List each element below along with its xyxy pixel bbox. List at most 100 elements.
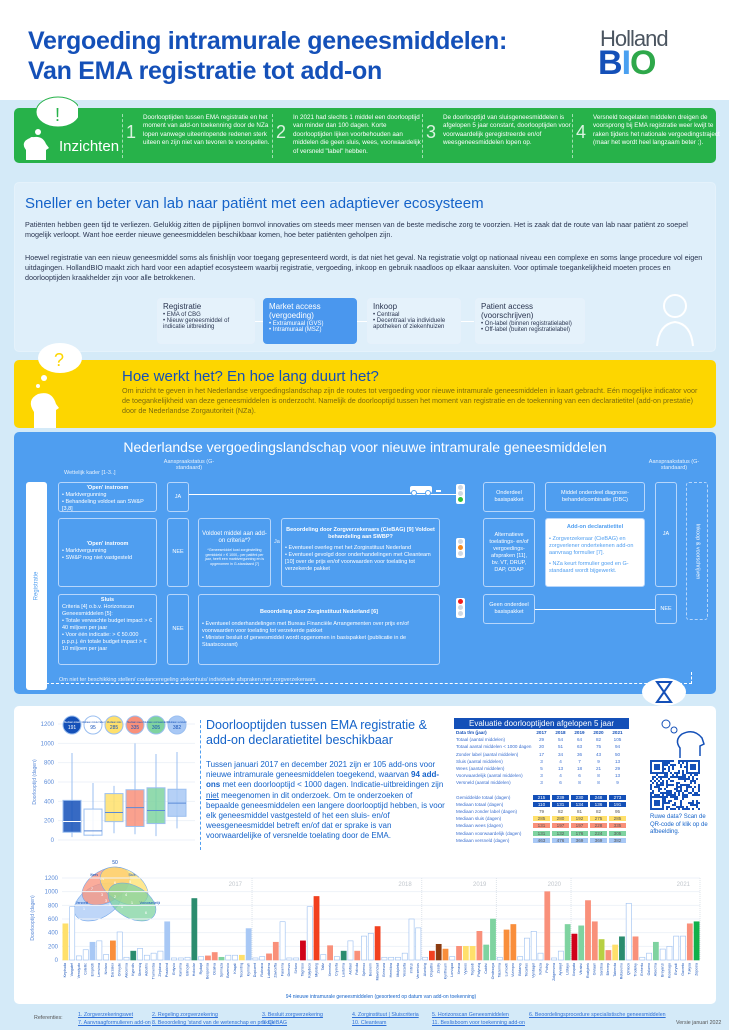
ciebag-item: • Eventueel overleg met het Zorginstituu… (285, 545, 412, 551)
bar-tecentriq (238, 954, 245, 961)
x-tick-label: Cotellic (84, 963, 88, 975)
bar-evrysdi (673, 935, 680, 961)
bar-tecartus (524, 937, 530, 961)
bar-praxbind (164, 921, 171, 961)
bar-alofisel (347, 940, 354, 961)
qr-module (676, 772, 678, 774)
table-cell: 13 (614, 758, 621, 764)
reference-link[interactable]: 11. Beslisboom voor toekenning add-on (432, 1020, 525, 1026)
table-cell: 64 (576, 737, 583, 743)
qr-module (658, 772, 660, 774)
qr-module (662, 804, 664, 806)
version-label: Versie januari 2022 (676, 1020, 722, 1026)
qr-module (682, 796, 684, 798)
reference-link[interactable]: 4. Zorginstituut | Sluiscriteria (352, 1012, 419, 1018)
reference-link[interactable]: 5. Horizonscan Geneesmiddelen (432, 1012, 509, 1018)
bar-besponsa (205, 955, 211, 961)
reference-link[interactable]: 2. Regeling zorgverzekering (152, 1012, 218, 1018)
how-title: Hoe werkt het? En hoe lang duurt het? (122, 368, 379, 385)
box-4 (146, 787, 166, 825)
ecosystem-paragraph-2: Hoewel registratie van een nieuw geneesm… (25, 253, 703, 282)
qr-module (686, 806, 688, 808)
table-cell: Mediaan sluis (dagen) (456, 816, 502, 822)
reference-link[interactable]: 8. Beoordeling 'stand van de wetenschap … (152, 1020, 276, 1026)
qr-module (678, 778, 680, 780)
qr-module (656, 778, 658, 780)
qr-module (666, 806, 668, 808)
addon-item: • Zorgverzekeraar (CieBAG) en zorgverlen… (549, 536, 634, 556)
bar-alunbrig (422, 956, 429, 961)
table-cell: 230 (570, 793, 589, 801)
qr-module (686, 772, 688, 774)
x-tick-label: Biktarvy (518, 963, 522, 976)
table-cell: Voorwaardelijk (aantal middelen) (456, 773, 523, 779)
qr-module (666, 784, 668, 786)
qr-module (696, 802, 698, 804)
venn-region-count: 3 (114, 914, 117, 919)
table-cell: 215 (532, 793, 551, 801)
qr-module (670, 772, 672, 774)
ecosystem-paragraph-1: Patiënten hebben geen tijd te verliezen.… (25, 220, 688, 239)
x-tick-label: Besremi (369, 963, 373, 976)
flow-step-item: • On-label (binnen registratielabel) (481, 321, 572, 327)
reference-link[interactable]: 10. Cleanteam (352, 1020, 387, 1026)
bar-kymriah (245, 928, 252, 961)
x-tick-label: Brineura (382, 963, 386, 977)
flow-step-title: Inkoop (373, 302, 398, 311)
qr-module (662, 800, 664, 802)
qr-module (668, 768, 670, 770)
qr-module (692, 776, 694, 778)
year-label: 2018 (398, 882, 412, 888)
year-label: 2019 (473, 882, 487, 888)
x-tick-label: Empliciti (90, 963, 94, 977)
table-cell: 3 (540, 780, 543, 786)
qr-module (686, 764, 688, 766)
insight-number: 4 (576, 122, 587, 142)
bar-spinraza (218, 956, 225, 961)
qr-module (682, 774, 684, 776)
table-cell: 82 (595, 737, 602, 743)
flow-step-item: • EMA of CBG (163, 312, 201, 318)
qr-module (694, 786, 696, 788)
x-tick-label: Lutathera (267, 963, 271, 978)
qr-module (698, 766, 700, 768)
table-cell: 176 (570, 829, 589, 837)
reference-link[interactable]: 1. Zorgverzekeringswet (78, 1012, 134, 1018)
qr-code[interactable] (650, 760, 700, 810)
open2-item-text: Marktvergunning (65, 548, 107, 554)
reference-link[interactable]: 3. Besluit zorgverzekering (262, 1012, 323, 1018)
table-cell: 3 (540, 758, 543, 764)
table-cell: 43 (595, 751, 602, 757)
zin-box: Beoordeling door Zorginstituut Nederland… (198, 594, 440, 665)
qr-module (666, 760, 668, 762)
column-header: 2017 (536, 730, 547, 736)
qr-module (666, 786, 668, 788)
nee-box-1: NEE (167, 518, 189, 587)
qr-module (692, 760, 694, 762)
alternatieve-afspraken-box: Alternatieve toelatings- en/of vergoedin… (483, 518, 535, 587)
x-tick-label: Xerava (457, 963, 461, 974)
table-cell: Wees (aantal middelen) (456, 766, 505, 772)
qr-module (654, 760, 656, 762)
qr-module (696, 792, 698, 794)
x-tick-label: Luxturna (341, 963, 345, 977)
reference-link[interactable]: 6. Beoordelingsprocedure specialistische… (529, 1012, 666, 1018)
reference-link[interactable]: 9. CieBAG (262, 1020, 288, 1026)
qr-module (662, 782, 664, 784)
venn-total: 50 (112, 860, 118, 866)
qr-module (692, 780, 694, 782)
qr-module (692, 794, 694, 796)
qr-module (652, 782, 654, 784)
qr-module (672, 796, 674, 798)
qr-module (664, 760, 666, 762)
sluis-item: • Voor één indicatie: > € 50.000 p.p.p.j… (62, 632, 147, 652)
table-cell: 82 (589, 807, 608, 815)
landscape-title: Nederlandse vergoedingslandschap voor ni… (123, 439, 607, 455)
qr-module (650, 798, 652, 800)
reference-link[interactable]: 7. Aanvraagformulieren add-on (78, 1020, 151, 1026)
qr-module (656, 808, 658, 810)
qr-module (666, 782, 668, 784)
